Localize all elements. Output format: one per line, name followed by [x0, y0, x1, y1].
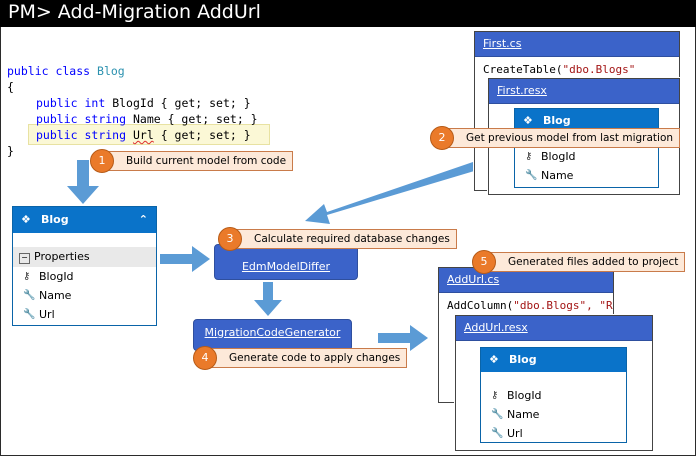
step-2-badge: 2: [430, 126, 454, 150]
step-3-badge: 3: [218, 227, 242, 251]
step-5-note: Generated files added to project: [485, 252, 686, 272]
current-prop-row: 🔧Url: [13, 305, 156, 324]
code-line-1: public class Blog: [7, 64, 125, 78]
new-prop-row: 🔧Name: [481, 405, 626, 424]
new-prop-row: 🔧Url: [481, 424, 626, 443]
entity-icon: ❖: [523, 114, 533, 127]
code-line-6: }: [7, 144, 14, 158]
first-cs-code: CreateTable("dbo.Blogs": [483, 63, 636, 76]
generator-label: MigrationCodeGenerator: [204, 325, 341, 339]
previous-entity-name: Blog: [543, 114, 571, 127]
previous-prop-row: 🔧Name: [515, 166, 658, 185]
arrow-differ-to-generator: [254, 282, 282, 316]
property-icon: 🔧: [23, 309, 36, 320]
step-4-badge: 4: [193, 346, 217, 370]
step-1-note: Build current model from code: [103, 151, 294, 171]
first-resx-title: First.resx: [497, 84, 547, 97]
addurl-cs-title: AddUrl.cs: [447, 273, 500, 286]
step-5-badge: 5: [472, 250, 496, 274]
code-line-5: public string Url { get; set; }: [36, 128, 251, 142]
command-title: PM> Add-Migration AddUrl: [8, 1, 261, 23]
previous-model-entity: ❖ Blog ⚷BlogId 🔧Name: [514, 108, 659, 188]
code-line-2: {: [7, 80, 14, 94]
current-prop-row: 🔧Name: [13, 286, 156, 305]
new-prop-row: ⚷BlogId: [481, 386, 626, 405]
entity-icon: ❖: [21, 213, 31, 226]
arrow-code-to-model: [67, 160, 99, 204]
differ-label: EdmModelDiffer: [241, 259, 331, 273]
previous-prop-row: ⚷BlogId: [515, 147, 658, 166]
property-icon: 🔧: [491, 409, 504, 420]
arrow-generator-to-files: [378, 325, 428, 351]
step-2-note: Get previous model from last migration: [443, 128, 681, 148]
properties-section[interactable]: −Properties: [13, 247, 156, 267]
addurl-resx-title: AddUrl.resx: [464, 321, 528, 334]
entity-icon: ❖: [489, 353, 499, 366]
highlighted-line: [28, 124, 270, 145]
code-line-3: public int BlogId { get; set; }: [36, 96, 251, 110]
step-3-note: Calculate required database changes: [231, 229, 457, 249]
current-entity-name: Blog: [41, 213, 69, 226]
step-4-note: Generate code to apply changes: [206, 348, 408, 368]
addurl-cs-code: AddColumn("dbo.Blogs", "Rat: [447, 299, 613, 312]
arrow-model-to-differ: [160, 246, 210, 272]
key-icon: ⚷: [491, 390, 499, 401]
chevron-up-icon[interactable]: ⌃: [138, 213, 148, 226]
step-1-badge: 1: [90, 149, 114, 173]
key-icon: ⚷: [525, 151, 533, 162]
minus-box-icon[interactable]: −: [19, 253, 30, 264]
first-cs-title: First.cs: [483, 37, 522, 50]
key-icon: ⚷: [23, 271, 31, 282]
new-model-entity: ❖ Blog ⚷BlogId 🔧Name 🔧Url: [480, 347, 627, 443]
property-icon: 🔧: [525, 170, 538, 181]
property-icon: 🔧: [23, 290, 36, 301]
new-entity-name: Blog: [509, 353, 537, 366]
property-icon: 🔧: [491, 428, 504, 439]
current-prop-row: ⚷BlogId: [13, 267, 156, 286]
current-model-entity: ❖ Blog ⌃ −Properties ⚷BlogId 🔧Name 🔧Url: [12, 206, 157, 326]
code-line-4: public string Name { get; set; }: [36, 112, 258, 126]
title-bar: PM> Add-Migration AddUrl: [0, 0, 696, 27]
arrow-prev-to-differ: [305, 151, 511, 224]
migration-code-generator-box: MigrationCodeGenerator: [193, 319, 352, 351]
